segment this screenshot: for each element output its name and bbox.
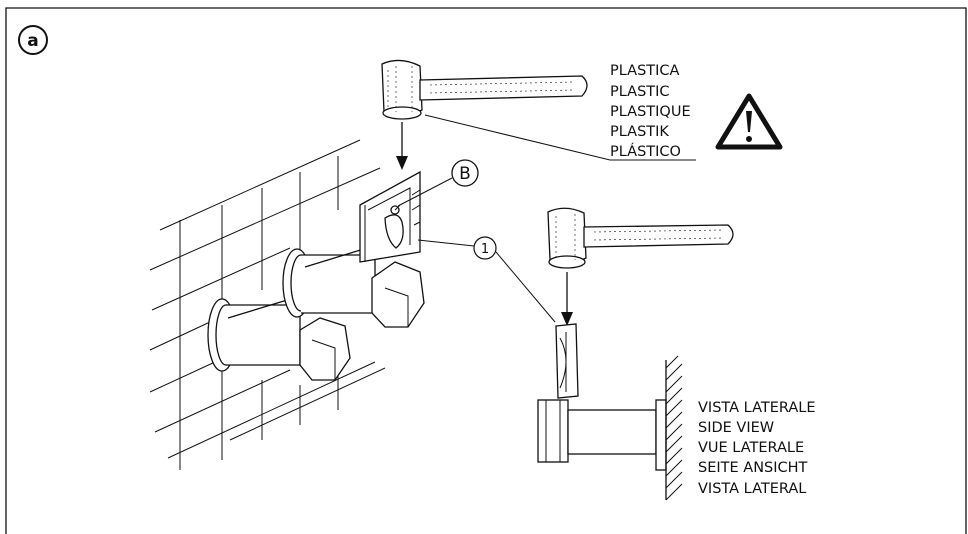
material-label: PLASTIQUE [610, 104, 691, 120]
callout-b: B [397, 159, 479, 207]
callout-b-label: B [459, 164, 471, 184]
callout-one: 1 [417, 236, 556, 323]
material-label: PLASTICA [610, 63, 680, 79]
plastic-mallet-icon [381, 59, 588, 120]
side-view-label: SEITE ANSICHT [698, 460, 808, 476]
material-leader [424, 114, 696, 161]
wall-tile-grid [149, 139, 386, 470]
cover-plate-side [555, 323, 579, 399]
material-label: PLASTIC [610, 84, 670, 100]
figure-frame [5, 7, 967, 534]
panel-label: a [27, 31, 38, 51]
arrow-down-icon [396, 122, 408, 170]
side-view-valve [537, 355, 683, 501]
side-view-label: SIDE VIEW [698, 420, 774, 436]
panel-label-badge: a [18, 25, 48, 55]
side-view-label-list: VISTA LATERALE SIDE VIEW VUE LATERALE SE… [698, 400, 816, 497]
arrow-down-icon [561, 272, 573, 326]
warning-triangle-icon [715, 93, 783, 150]
side-view-label: VUE LATERALE [698, 440, 804, 456]
material-label-list: PLASTICA PLASTIC PLASTIQUE PLASTIK PLÁST… [610, 63, 691, 160]
material-label: PLÁSTICO [610, 143, 681, 160]
hex-nut [299, 317, 351, 381]
side-view-label: VISTA LATERALE [698, 400, 816, 416]
hex-nut [371, 261, 425, 328]
cover-plate [359, 170, 421, 263]
material-label: PLASTIK [610, 124, 669, 140]
callout-one-label: 1 [481, 242, 489, 257]
plastic-mallet-icon [547, 207, 734, 269]
side-view-label: VISTA LATERAL [698, 481, 806, 497]
upper-valve [282, 243, 425, 328]
